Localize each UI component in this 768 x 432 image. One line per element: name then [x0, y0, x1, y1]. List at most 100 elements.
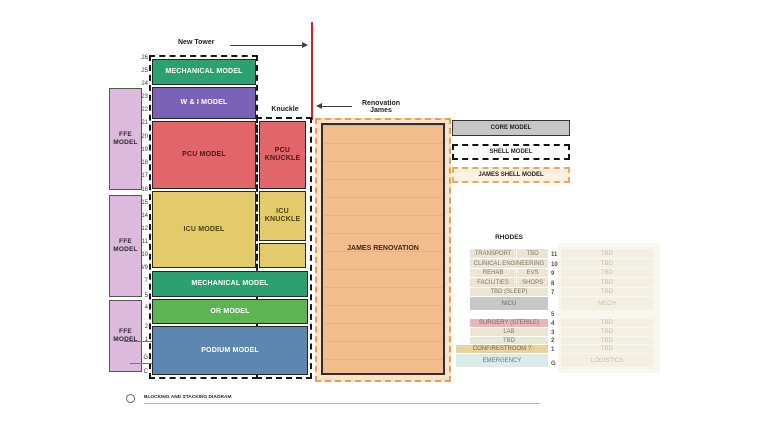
floor-label: 1	[144, 337, 148, 343]
rhodes-right-cell: TBD	[561, 249, 653, 258]
james-shell-outline: JAMES RENOVATION	[315, 118, 451, 382]
floor-label: 23	[141, 94, 148, 100]
rhodes-cell: TBD (SLEEP)	[470, 288, 548, 296]
floor-label: 2	[144, 324, 148, 330]
rhodes-floor-number: 9	[551, 271, 555, 277]
floor-label: 20	[141, 134, 148, 140]
rhodes-cell: EMERGENCY	[456, 354, 548, 367]
rhodes-cell: TBD	[517, 249, 548, 258]
knuckle-block-icu-knuckle: ICU KNUCKLE	[259, 191, 306, 241]
tower-block-mechanical-upper: MECHANICAL MODEL	[152, 59, 256, 85]
rhodes-floor-number: 8	[551, 281, 555, 287]
tower-block-w-and-i: W & I MODEL	[152, 87, 256, 119]
tower-block-podium: PODIUM MODEL	[152, 326, 308, 375]
rhodes-floor-number: 5	[551, 312, 555, 318]
rhodes-floor-number: 7	[551, 290, 555, 296]
rhodes-cell: SURGERY (STERILE)	[470, 319, 548, 327]
rhodes-right-cell: TBD	[561, 288, 653, 296]
rhodes-right-cell: TBD	[561, 345, 653, 353]
title-rule	[144, 403, 540, 404]
ffe-block: FFE MODEL	[109, 195, 142, 297]
rhodes-floor-number: 1	[551, 347, 555, 353]
rhodes-cell: TBD	[470, 337, 548, 344]
tower-block-or: OR MODEL	[152, 299, 308, 324]
floor-label: 18	[141, 160, 148, 166]
rhodes-right-cell: TBD	[561, 259, 653, 268]
rhodes-right-cell: TBD	[561, 328, 653, 336]
rhodes-floor-number: G	[551, 361, 556, 367]
core-model-outline-knuckle	[256, 117, 312, 379]
rhodes-cell: SHOPS	[517, 278, 548, 287]
floor-label: 17	[141, 173, 148, 179]
rhodes-right-cell: MECH	[561, 297, 653, 310]
legend-james-shell: JAMES SHELL MODEL	[452, 167, 570, 183]
rhodes-row: TBD	[470, 337, 548, 344]
rhodes-row: CONF/RESTROOM ?	[456, 345, 548, 353]
rhodes-floor-number: 11	[551, 252, 558, 258]
rhodes-floor-number: 10	[551, 262, 558, 268]
floor-label: 25	[141, 68, 148, 74]
rhodes-cell: CLINICAL ENGINEERING	[470, 259, 548, 268]
rhodes-floor-number: 3	[551, 330, 555, 336]
legend-shell: SHELL MODEL	[452, 144, 570, 160]
james-renovation-label: JAMES RENOVATION	[347, 245, 419, 252]
floor-label: 14	[141, 213, 148, 219]
rhodes-cell: LAB	[470, 328, 548, 336]
renovation-label: Renovation James	[354, 100, 408, 114]
floor-label: 19	[141, 147, 148, 153]
knuckle-block-icu-extension	[259, 243, 306, 268]
tower-block-mechanical-mid: MECHANICAL MODEL	[152, 271, 308, 297]
new-tower-label: New Tower	[178, 39, 215, 46]
knuckle-block-pcu-knuckle: PCU KNUCKLE	[259, 121, 306, 189]
ffe-block: FFE MODEL	[109, 300, 142, 372]
floor-label: 26	[141, 55, 148, 61]
floor-label: 8/9	[139, 265, 148, 271]
rhodes-cell: CONF/RESTROOM ?	[456, 345, 548, 353]
ffe-connector-line	[124, 341, 153, 342]
sheet-marker-icon	[126, 394, 135, 403]
new-tower-arrow-line	[230, 45, 302, 46]
renovation-label-line1: Renovation	[361, 100, 401, 107]
ffe-block: FFE MODEL	[109, 88, 142, 190]
floor-label: 11	[141, 239, 148, 245]
ffe-connector-line	[130, 363, 153, 364]
rhodes-row: TBD (SLEEP)	[470, 288, 548, 296]
rhodes-title: RHODES	[495, 234, 523, 241]
floor-label: 21	[141, 120, 148, 126]
rhodes-row: EMERGENCY	[456, 354, 548, 367]
rhodes-cell: REHAB	[470, 269, 517, 277]
rhodes-right-cell: TBD	[561, 319, 653, 327]
floor-label: 5	[144, 293, 148, 299]
diagram-title: BLOCKING AND STACKING DIAGRAM	[144, 395, 232, 400]
rhodes-cell: TRANSPORT	[470, 249, 517, 258]
floor-label: 15	[141, 200, 148, 206]
new-tower-arrowhead-icon	[302, 42, 308, 48]
renovation-label-line2: James	[370, 107, 392, 114]
rhodes-right-cell: LOGISTICS	[561, 354, 653, 367]
tower-block-icu: ICU MODEL	[152, 191, 256, 268]
rhodes-row: NICU	[470, 297, 548, 310]
rhodes-floor-number: 4	[551, 321, 555, 327]
rhodes-cell: NICU	[470, 297, 548, 310]
rhodes-row: CLINICAL ENGINEERING	[470, 259, 548, 268]
knuckle-label: Knuckle	[271, 106, 299, 113]
floor-label: 4	[144, 305, 148, 311]
rhodes-cell: FACILITIES	[470, 278, 517, 287]
legend-core: CORE MODEL	[452, 120, 570, 136]
floor-label: 7	[144, 278, 148, 284]
renovation-arrowhead-icon	[316, 103, 322, 109]
tower-renovation-cut-line	[311, 22, 313, 120]
floor-label: G	[143, 355, 148, 361]
floor-label: 12	[141, 226, 148, 232]
renovation-arrow-line	[322, 106, 352, 107]
rhodes-right-cell: TBD	[561, 269, 653, 277]
floor-label: 24	[141, 81, 148, 87]
rhodes-cell: EVS	[517, 269, 548, 277]
james-renovation-block: JAMES RENOVATION	[321, 123, 445, 375]
rhodes-row: LAB	[470, 328, 548, 336]
floor-label: 16	[141, 187, 148, 193]
tower-block-pcu: PCU MODEL	[152, 121, 256, 189]
